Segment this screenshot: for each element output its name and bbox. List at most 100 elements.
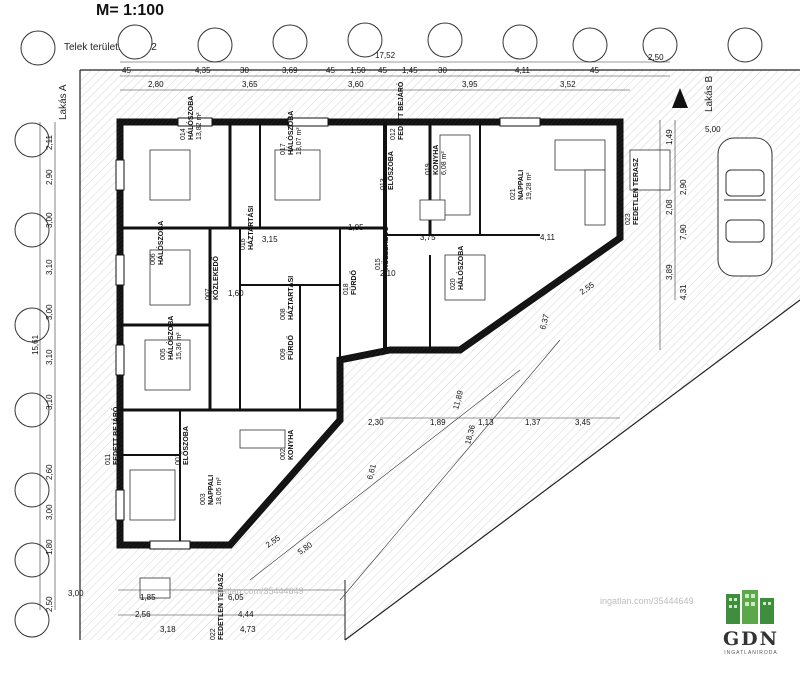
room-name: FEDETT BEJÁRÓ <box>396 81 405 140</box>
room-code: 009 <box>280 348 287 360</box>
room-name: FÜRDŐ <box>349 270 358 295</box>
dim-top: 30 <box>438 66 447 75</box>
room-code: 006 <box>150 253 157 265</box>
room-name: FEDETT BEJÁRÓ <box>111 406 120 465</box>
dim-right: 1,49 <box>665 129 674 145</box>
dim-left: 3,10 <box>45 394 54 410</box>
tree-icon <box>14 542 50 578</box>
room-code: 012 <box>390 128 397 140</box>
dim-top: 45 <box>590 66 599 75</box>
dim-left: 3,00 <box>45 212 54 228</box>
room-code: 007 <box>205 288 212 300</box>
room-name: ELŐSZOBA <box>386 151 395 190</box>
dim-top: 3,69 <box>282 66 298 75</box>
tree-icon <box>347 22 383 58</box>
room-name: HÁLÓSZOBA <box>286 111 295 155</box>
tree-icon <box>502 24 538 60</box>
dim-left: 3,10 <box>45 259 54 275</box>
tree-icon <box>117 24 153 60</box>
dim-bottom-left: 4,73 <box>240 625 256 634</box>
room-code: 003 <box>200 493 207 505</box>
dim-bottom-left: 6,05 <box>228 593 244 602</box>
room-code: 020 <box>450 278 457 290</box>
dim-top: 45 <box>326 66 335 75</box>
room-name: HÁZTARTÁSI <box>246 206 255 250</box>
room-name: FÜRDŐ <box>286 335 295 360</box>
dim-top-2: 2,80 <box>148 80 164 89</box>
logo-name: GDN <box>722 628 780 650</box>
dim-bottom: 1,37 <box>525 418 541 427</box>
logo-tagline: INGATLANIRODA <box>724 650 778 656</box>
room-code: 022 <box>210 628 217 640</box>
dim-left: 3,10 <box>45 349 54 365</box>
room-name: KÖZLEKEDŐ <box>211 256 220 301</box>
logo: GDN INGATLANIRODA <box>708 588 794 660</box>
tree-icon <box>14 122 50 158</box>
dim-mid: 1,05 <box>348 223 364 232</box>
room-code: 017 <box>280 143 287 155</box>
dim-left: 1,80 <box>45 539 54 555</box>
room-name: HÁZTARTÁSI <box>286 276 295 320</box>
dim-mid: 3,15 <box>262 235 278 244</box>
room-code: 023 <box>625 213 632 225</box>
trees <box>14 22 763 638</box>
room-area: 19,28 m² <box>526 172 533 200</box>
room-code: 011 <box>105 454 112 465</box>
room-code: 002 <box>280 448 287 460</box>
room-name: ELŐSZOBA <box>181 426 190 465</box>
dim-long: 6,61 <box>365 463 378 481</box>
room-area: 13,07 m² <box>296 127 303 155</box>
tree-icon <box>572 27 608 63</box>
dim-bottom: 2,30 <box>368 418 384 427</box>
plot-area-label: Telek terület: 538 m2 <box>62 42 159 53</box>
label-unit-b: Lakás B <box>704 76 715 112</box>
dim-mid: 3,75 <box>420 233 436 242</box>
dim-top-2: 3,65 <box>242 80 258 89</box>
dim-top: 4,35 <box>195 66 211 75</box>
room-name: FEDETLEN TERASZ <box>218 572 225 640</box>
north-arrow-icon <box>672 88 688 108</box>
room-code: 019 <box>425 163 432 175</box>
room-code: 008 <box>280 308 287 320</box>
dim-left: 3,00 <box>45 304 54 320</box>
dim-bottom-left: 4,44 <box>238 610 254 619</box>
label-unit-a: Lakás A <box>58 84 69 120</box>
dim-top: 1,50 <box>350 66 366 75</box>
dimension-lines <box>39 61 676 616</box>
furniture <box>129 134 671 599</box>
dim-left: 2,50 <box>45 596 54 612</box>
dim-right: 2,90 <box>679 179 688 195</box>
dim-top-right: 2,50 <box>648 53 664 62</box>
dim-top-2: 3,52 <box>560 80 576 89</box>
room-code: 018 <box>343 283 350 295</box>
tree-icon <box>14 212 50 248</box>
dim-left: 2,11 <box>45 134 54 150</box>
logo-building-icon <box>726 590 774 624</box>
dim-left: 2,90 <box>45 169 54 185</box>
dim-bottom: 3,45 <box>575 418 591 427</box>
dim-top-2: 3,60 <box>348 80 364 89</box>
dim-top: 30 <box>240 66 249 75</box>
dim-top: 1,45 <box>402 66 418 75</box>
dim-left-total: 15,61 <box>31 334 40 355</box>
watermark-text-2: ingatlan.com/35444649 <box>210 586 304 596</box>
room-code: 021 <box>510 188 517 200</box>
dim-mid: 1,60 <box>228 289 244 298</box>
dim-top: 4,11 <box>515 66 531 75</box>
room-name: FEDETLEN TERASZ <box>633 157 640 225</box>
dim-right: 3,89 <box>665 264 674 280</box>
room-name: HÁLÓSZOBA <box>156 221 165 265</box>
